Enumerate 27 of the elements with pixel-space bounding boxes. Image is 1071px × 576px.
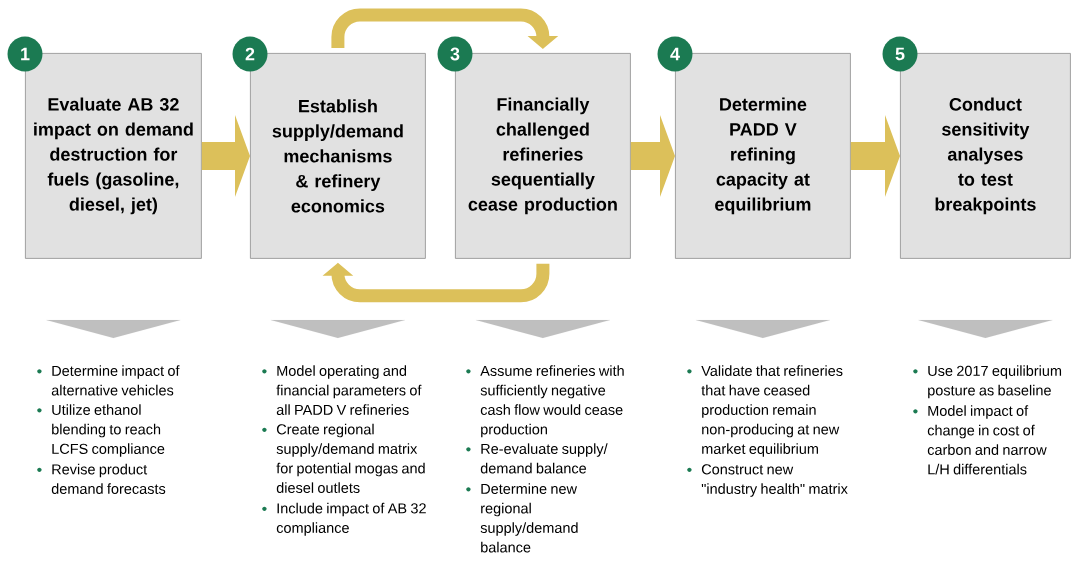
step-number-badge: 1 — [7, 36, 43, 72]
bullet-item: Utilize ethanol blending to reach LCFS compliance — [37, 404, 165, 457]
bullet-item: Model impact of change in cost of carbon and narrow L/H differentials — [913, 405, 1047, 475]
bullet-item: Create regional supply/demand matrix for potential mogas and diesel outlets — [262, 423, 425, 493]
bullet-item: Validate that refineries that have ceased production remain non-producing at new market equilibrium — [687, 365, 843, 457]
bullet-item: Model operating and financial parameters of all PADD V refineries — [262, 365, 422, 415]
block-arrow — [850, 114, 900, 197]
bullet-item: Re-evaluate supply/ demand balance — [466, 443, 608, 474]
step-title: Evaluate AB 32 impact on demand destruction for fuels (gasoline, diesel, jet) — [34, 97, 193, 215]
step-title: Establish supply/demand mechanisms & refinery economics — [272, 99, 403, 213]
step-number-badge: 2 — [232, 36, 268, 72]
step-number-badge: 4 — [657, 36, 693, 72]
step-number-badge: 5 — [882, 36, 918, 72]
bullet-item: Use 2017 equilibrium posture as baseline — [913, 365, 1062, 399]
step-title: Determine PADD V refining capacity at equilibrium — [715, 97, 811, 215]
bullet-item: Construct new "industry health" matrix — [687, 464, 848, 497]
step-title: Conduct sensitivity analyses to test breakpoints — [935, 97, 1036, 215]
bullet-item: Determine new regional supply/demand balance — [466, 483, 578, 553]
step-title: Financially challenged refineries sequentially cease production — [468, 97, 617, 215]
block-arrow — [201, 114, 250, 197]
bullet-item: Determine impact of alternative vehicles — [37, 365, 180, 396]
bullet-item: Revise product demand forecasts — [37, 463, 166, 494]
step-number-badge: 3 — [437, 36, 473, 72]
block-arrow — [630, 114, 675, 197]
loop-arrow — [331, 8, 559, 49]
bullet-item: Assume refineries with sufficiently negative cash flow would cease production — [466, 365, 624, 438]
bullet-item: Include impact of AB 32 compliance — [262, 502, 426, 536]
